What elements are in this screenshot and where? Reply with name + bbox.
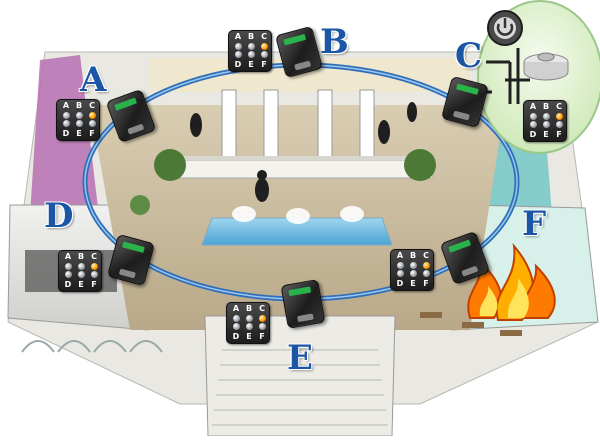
channel-led	[247, 51, 255, 58]
channel-led	[396, 270, 404, 277]
channel-led	[90, 263, 98, 270]
channel-label: A	[62, 101, 70, 110]
zone-label-f: F	[522, 204, 547, 244]
channel-led	[555, 113, 563, 120]
power-button-icon	[487, 10, 523, 46]
channel-label: A	[234, 32, 242, 41]
channel-led	[260, 51, 268, 58]
channel-label: A	[396, 251, 404, 260]
channel-label: F	[91, 280, 97, 289]
zone-label-e: E	[287, 338, 313, 378]
planters	[130, 149, 436, 215]
channel-label: D	[62, 129, 70, 138]
channel-label: F	[556, 130, 562, 139]
channel-label: C	[89, 101, 95, 110]
zone-label-c: C	[455, 36, 483, 76]
channel-led	[258, 323, 266, 330]
channel-label: B	[75, 101, 83, 110]
channel-label: B	[77, 252, 85, 261]
channel-led	[542, 121, 550, 128]
channel-label: E	[248, 60, 254, 69]
fire-flame-icon	[467, 242, 556, 321]
channel-led	[542, 113, 550, 120]
channel-led	[232, 315, 240, 322]
channel-label: A	[232, 304, 240, 313]
channel-led	[258, 315, 266, 322]
channel-led	[62, 112, 70, 119]
channel-led	[529, 121, 537, 128]
channel-label: B	[247, 32, 255, 41]
channel-label: E	[410, 279, 416, 288]
channel-label: B	[245, 304, 253, 313]
channel-led	[77, 263, 85, 270]
channel-led	[88, 112, 96, 119]
channel-label: C	[556, 102, 562, 111]
channel-label: F	[259, 332, 265, 341]
upper-balcony-rail	[165, 156, 433, 160]
channel-led	[77, 271, 85, 278]
channel-led	[64, 271, 72, 278]
channel-led	[409, 270, 417, 277]
channel-label: F	[89, 129, 95, 138]
channel-led	[247, 43, 255, 50]
channel-label: B	[542, 102, 550, 111]
channel-label: B	[409, 251, 417, 260]
channel-label: E	[246, 332, 252, 341]
channel-led	[90, 271, 98, 278]
channel-led	[529, 113, 537, 120]
zone-label-b: B	[320, 22, 349, 62]
channel-led	[234, 51, 242, 58]
channel-led	[422, 262, 430, 269]
channel-label: C	[259, 304, 265, 313]
channel-label: E	[78, 280, 84, 289]
channel-label: D	[64, 280, 72, 289]
zone-label-a: A	[80, 60, 107, 100]
channel-led	[232, 323, 240, 330]
channel-led	[260, 43, 268, 50]
channel-led	[234, 43, 242, 50]
entrance-stairs	[212, 349, 388, 426]
channel-led	[396, 262, 404, 269]
channel-label: C	[91, 252, 97, 261]
upper-balcony	[164, 159, 434, 179]
channel-led	[64, 263, 72, 270]
channel-led	[409, 262, 417, 269]
channel-label: F	[261, 60, 267, 69]
channel-label: D	[232, 332, 240, 341]
channel-label: A	[64, 252, 72, 261]
cafe-arches	[21, 340, 163, 353]
zone-label-d: D	[44, 196, 74, 236]
channel-label: A	[529, 102, 537, 111]
channel-label: C	[261, 32, 267, 41]
channel-label: D	[396, 279, 404, 288]
channel-led	[245, 315, 253, 322]
fountains	[232, 206, 364, 224]
channel-label: C	[423, 251, 429, 260]
channel-led	[75, 112, 83, 119]
channel-label: D	[234, 60, 242, 69]
channel-label: E	[76, 129, 82, 138]
shop-front-columns	[221, 89, 375, 171]
fountain-pool	[201, 217, 393, 246]
smoke-detector-icon	[523, 52, 569, 81]
io-module-icon	[280, 279, 326, 329]
channel-led	[88, 120, 96, 127]
channel-led	[422, 270, 430, 277]
channel-led	[555, 121, 563, 128]
channel-label: D	[529, 130, 537, 139]
channel-label: E	[543, 130, 549, 139]
channel-label: F	[423, 279, 429, 288]
channel-led	[245, 323, 253, 330]
shoppers	[190, 102, 417, 202]
channel-led	[62, 120, 70, 127]
channel-led	[75, 120, 83, 127]
